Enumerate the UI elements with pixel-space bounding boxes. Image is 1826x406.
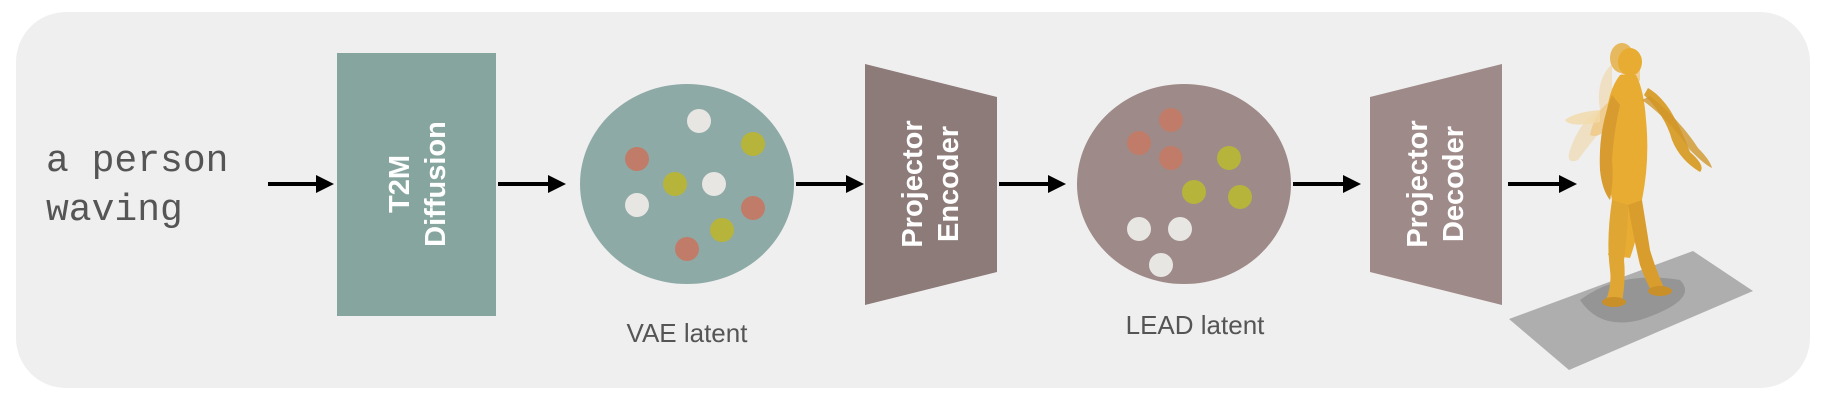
arrow-prompt-to-t2m bbox=[268, 175, 334, 193]
encoder-label-line1: Projector bbox=[897, 120, 929, 247]
t2m-label-line1: T2M bbox=[384, 155, 416, 213]
arrow-vae-to-encoder bbox=[796, 175, 864, 193]
decoder-label-line2: Decoder bbox=[1438, 126, 1470, 242]
t2m-diffusion-block bbox=[337, 53, 496, 316]
lead-latent-dots bbox=[1127, 108, 1252, 277]
decoder-label-line1: Projector bbox=[1402, 120, 1434, 247]
lead-latent-label: LEAD latent bbox=[1126, 310, 1266, 340]
projector-encoder-block bbox=[865, 64, 997, 305]
encoder-label-line2: Encoder bbox=[933, 126, 965, 242]
arrow-lead-to-decoder bbox=[1293, 175, 1361, 193]
projector-decoder-block bbox=[1370, 64, 1502, 305]
vae-latent-label: VAE latent bbox=[627, 318, 749, 348]
arrow-encoder-to-lead bbox=[999, 175, 1066, 193]
lead-latent-circle bbox=[1077, 84, 1291, 284]
arrow-decoder-to-output bbox=[1508, 175, 1577, 193]
vae-latent-dots bbox=[625, 109, 765, 261]
arrow-t2m-to-vae bbox=[498, 175, 566, 193]
waving-human-figure-icon bbox=[1509, 43, 1753, 370]
input-prompt-line2: waving bbox=[46, 189, 183, 232]
t2m-label-line2: Diffusion bbox=[420, 121, 452, 247]
input-prompt-line1: a person bbox=[46, 140, 228, 183]
